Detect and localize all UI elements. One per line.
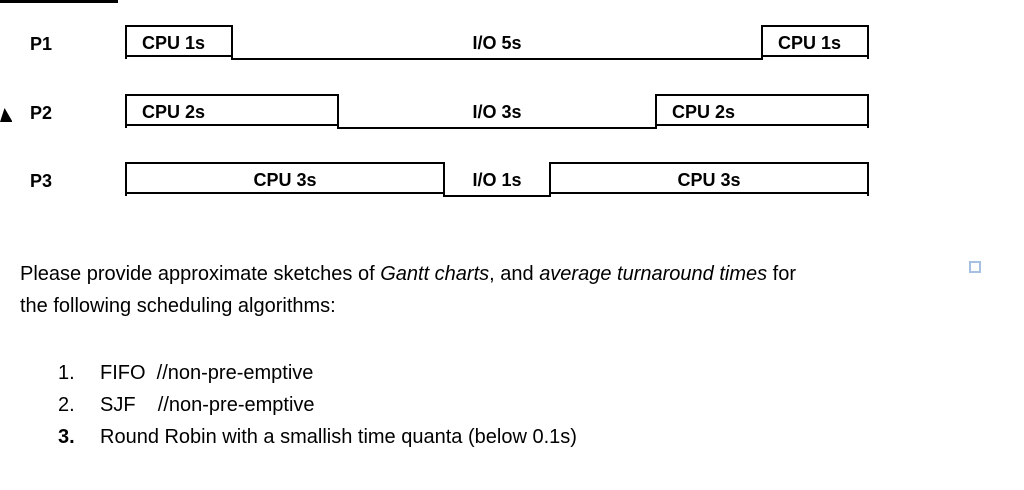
list-item-text: SJF //non-pre-emptive [100, 394, 315, 416]
cpu-segment-label: CPU 2s [672, 102, 736, 122]
cpu-segment-label: CPU 3s [253, 170, 317, 190]
io-segment-label: I/O 5s [472, 33, 522, 53]
list-item-text: Round Robin with a smallish time quanta … [100, 426, 577, 448]
question-plain-text: Please provide approximate sketches of [20, 263, 381, 285]
question-plain-text: , and [489, 263, 540, 285]
process-label-p2: P2 [30, 103, 53, 123]
cpu-segment-label: CPU 1s [142, 33, 206, 53]
comment-marker[interactable] [969, 261, 981, 273]
list-item-number: 2. [58, 394, 75, 416]
top-edge-artifact [0, 0, 118, 3]
cpu-segment-label: CPU 3s [677, 170, 741, 190]
waveform-p3 [125, 162, 869, 197]
algorithm-list-item: 1. FIFO //non-pre-emptive [58, 357, 978, 389]
io-segment-label: I/O 1s [472, 170, 522, 190]
question-italic-text: average turnaround times [539, 263, 768, 285]
question-line-1: Please provide approximate sketches of G… [20, 258, 980, 290]
waveform-p2 [125, 94, 869, 129]
cpu-segment-label: CPU 1s [778, 33, 842, 53]
process-label-p1: P1 [30, 34, 53, 54]
algorithm-list: 1. FIFO //non-pre-emptive 2. SJF //non-pre-… [58, 357, 978, 453]
waveform-p1 [125, 25, 869, 60]
list-item-number: 1. [58, 362, 75, 384]
list-item-text: FIFO //non-pre-emptive [100, 362, 314, 384]
question-italic-text: Gantt charts [380, 263, 490, 285]
algorithm-list-item: 3. Round Robin with a smallish time quant… [58, 421, 978, 453]
question-line-2: the following scheduling algorithms: [20, 295, 336, 317]
process-schedule-diagram: P1 CPU 1s I/O 5s CPU 1s P2 CPU 2s I/O 3s CPU 2s… [0, 0, 1024, 240]
cpu-segment-label: CPU 2s [142, 102, 206, 122]
process-label-p3: P3 [30, 171, 53, 191]
io-segment-label: I/O 3s [472, 102, 522, 122]
question-plain-text: for [767, 263, 797, 285]
schedule-waveforms [125, 25, 869, 197]
list-item-number: 3. [58, 426, 75, 448]
algorithm-list-item: 2. SJF //non-pre-emptive [58, 389, 978, 421]
question-text: Please provide approximate sketches of G… [20, 258, 980, 322]
